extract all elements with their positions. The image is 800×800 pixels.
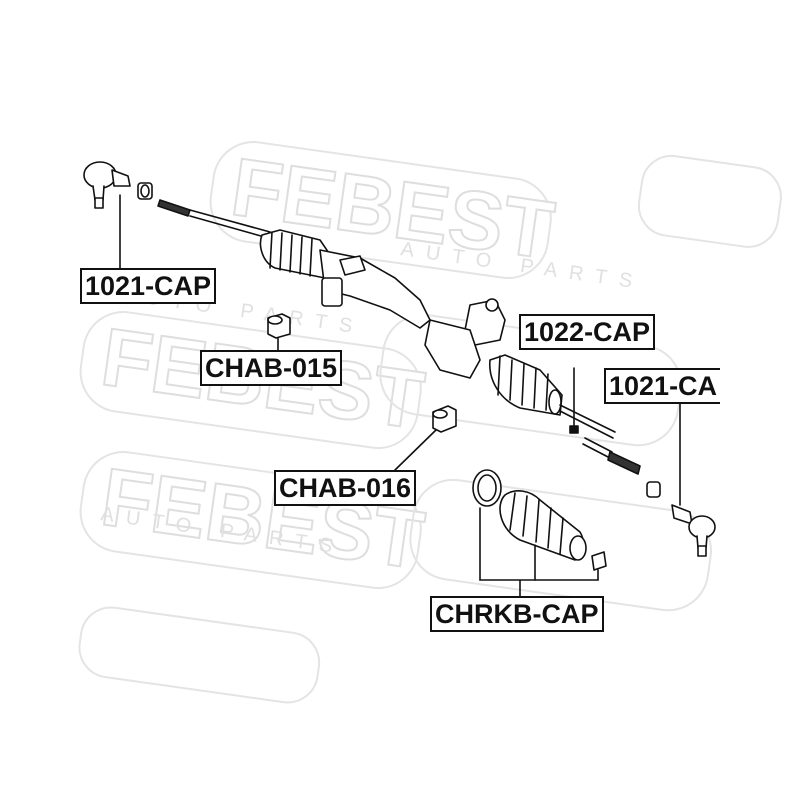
tie-rod-end-right[interactable] [671,504,716,557]
right-ring [646,481,661,498]
part-label-tie-rod-end-right[interactable]: 1021-CA [604,368,721,404]
rack-housing [189,209,616,439]
boot-bellows[interactable] [499,490,587,561]
bushing-upper[interactable] [267,313,291,339]
part-label-bushing-upper[interactable]: CHAB-015 [200,350,343,386]
part-label-boot-kit[interactable]: CHRKB-CAP [430,596,604,632]
tie-rod-end-left[interactable] [83,161,131,209]
left-thread [157,199,191,217]
left-ring [137,182,153,200]
part-label-tie-rod-end-left[interactable]: 1021-CAP [80,268,217,304]
bushing-lower[interactable] [432,405,457,433]
boot-clamp[interactable] [591,551,607,571]
part-label-bushing-lower[interactable]: CHAB-016 [274,470,417,506]
boot-ring[interactable] [472,469,502,507]
tie-rod[interactable] [569,425,641,475]
leader-lines [119,194,681,597]
part-label-tie-rod[interactable]: 1022-CAP [519,314,656,350]
